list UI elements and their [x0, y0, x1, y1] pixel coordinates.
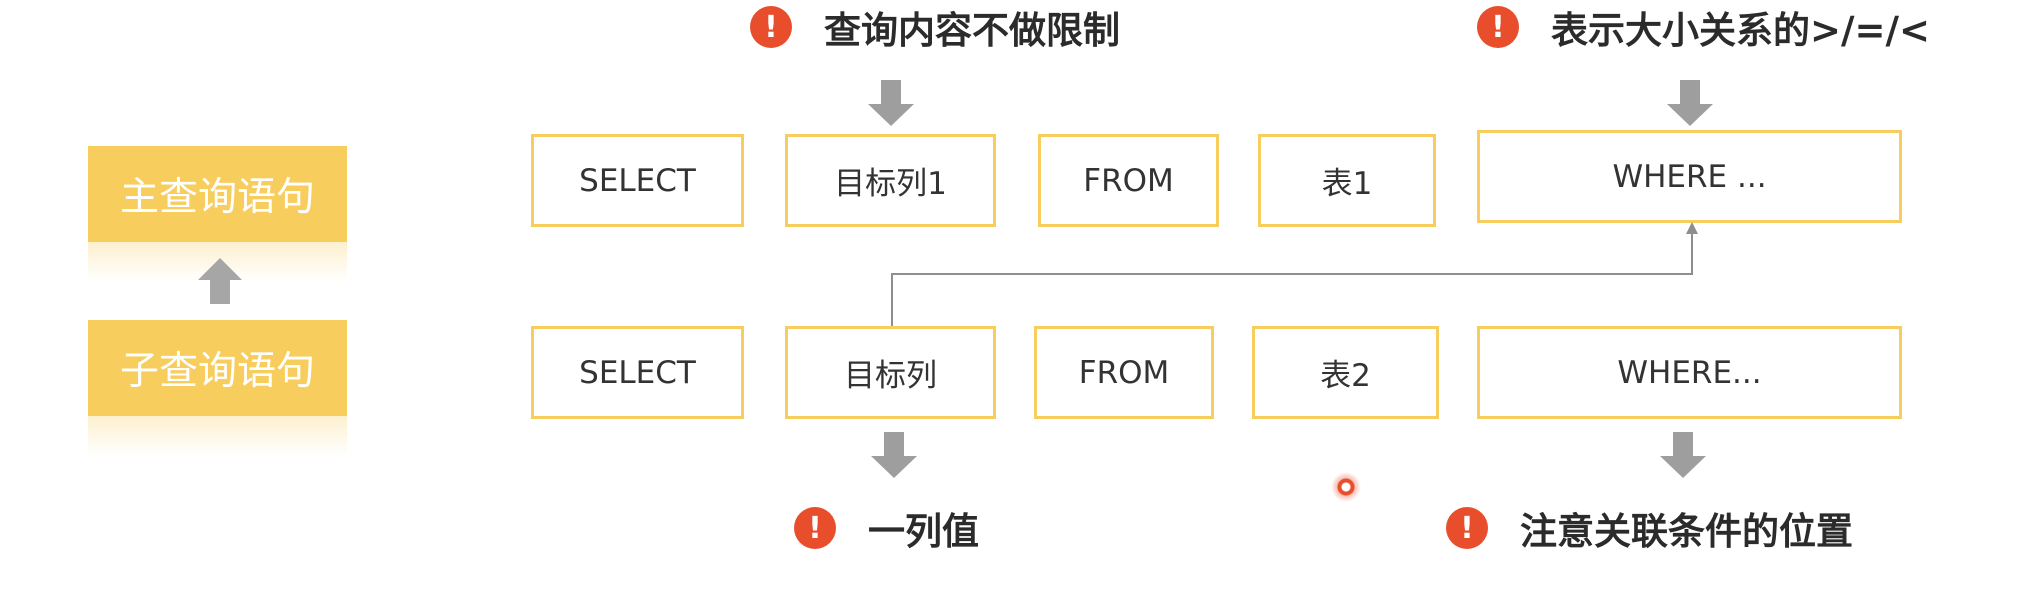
up-arrow-icon	[198, 258, 242, 304]
note-single-column: ! 一列值	[794, 501, 979, 555]
sub-query-label-reflection	[88, 416, 347, 456]
sub-from-box: FROM	[1034, 326, 1214, 419]
note-correlation-position: ! 注意关联条件的位置	[1446, 501, 1853, 555]
note-query-content: ! 查询内容不做限制	[750, 0, 1120, 54]
main-table-box: 表1	[1258, 134, 1436, 227]
sub-query-label: 子查询语句	[88, 320, 347, 416]
main-where-box: WHERE ...	[1477, 130, 1902, 223]
sub-table-box: 表2	[1252, 326, 1439, 419]
main-from-box: FROM	[1038, 134, 1219, 227]
sub-where-box: WHERE...	[1477, 326, 1902, 419]
warning-icon: !	[1477, 6, 1519, 48]
down-arrow-icon	[1667, 80, 1713, 126]
note-comparison-text: 表示大小关系的>/=/<	[1551, 9, 1931, 52]
down-arrow-icon	[1660, 432, 1706, 478]
sub-select-box: SELECT	[531, 326, 744, 419]
main-select-box: SELECT	[531, 134, 744, 227]
down-arrow-icon	[868, 80, 914, 126]
cursor-highlight	[1331, 472, 1361, 502]
warning-icon: !	[1446, 507, 1488, 549]
note-comparison: ! 表示大小关系的>/=/<	[1477, 0, 1930, 54]
note-correlation-position-text: 注意关联条件的位置	[1520, 510, 1853, 553]
note-single-column-text: 一列值	[868, 510, 979, 553]
warning-icon: !	[750, 6, 792, 48]
down-arrow-icon	[871, 432, 917, 478]
sub-target-column-box: 目标列	[785, 326, 996, 419]
warning-icon: !	[794, 507, 836, 549]
main-query-label: 主查询语句	[88, 146, 347, 242]
main-target-column-box: 目标列1	[785, 134, 996, 227]
note-query-content-text: 查询内容不做限制	[824, 9, 1120, 52]
